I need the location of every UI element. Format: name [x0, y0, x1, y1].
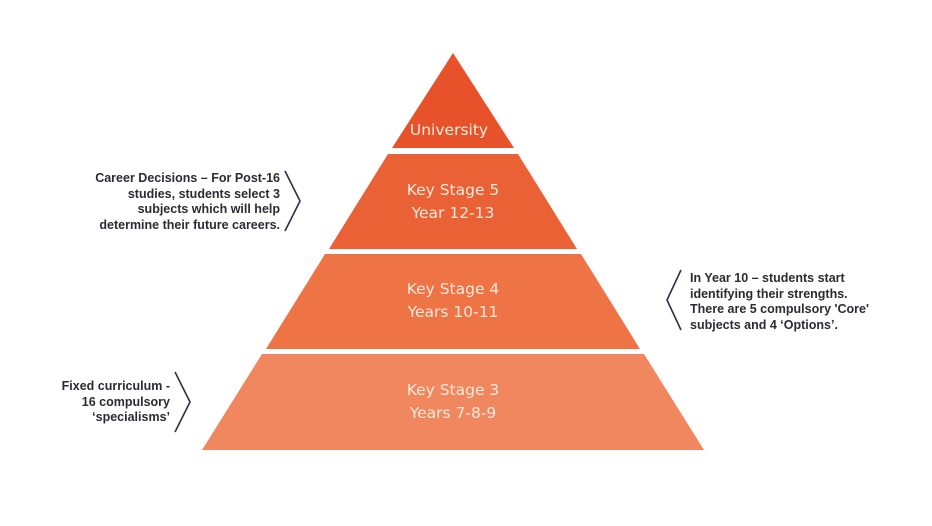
annotation-ks4-line: In Year 10 – students start — [690, 271, 845, 285]
annotation-ks4-line: identifying their strengths. — [690, 286, 848, 301]
tier-label-university: University — [410, 121, 488, 139]
tier-university — [392, 53, 514, 148]
annotation-ks5-line: determine their future careers. — [99, 217, 280, 232]
annotation-ks4: In Year 10 – students start identifying … — [690, 271, 869, 333]
annotation-ks5-line: Career Decisions – For Post-16 — [95, 171, 280, 185]
annotation-ks3-line: 16 compulsory — [81, 394, 170, 409]
tier-label-ks5-years: Year 12-13 — [411, 204, 495, 222]
tier-label-ks4-years: Years 10-11 — [407, 303, 499, 321]
tier-label-ks3-years: Years 7-8-9 — [409, 404, 497, 422]
tier-label-ks4-stage: Key Stage 4 — [407, 280, 500, 298]
annotation-ks4-line: There are 5 compulsory 'Core' — [690, 302, 869, 316]
tier-label-ks5-stage: Key Stage 5 — [407, 181, 500, 199]
chevron-right-icon — [284, 170, 301, 232]
annotation-ks5-line: subjects which will help — [137, 202, 280, 216]
annotation-ks4-line: subjects and 4 ‘Options’. — [690, 317, 838, 332]
annotation-ks5-line: studies, students select 3 — [127, 186, 280, 201]
tier-key-stage-5 — [329, 154, 577, 249]
chevron-right-icon — [174, 371, 191, 433]
tier-label-ks3-stage: Key Stage 3 — [407, 381, 500, 399]
tier-key-stage-4 — [266, 254, 640, 349]
annotation-ks3-line: Fixed curriculum - — [61, 379, 170, 393]
chevron-left-icon — [666, 269, 682, 331]
annotation-ks5: Career Decisions – For Post-16 studies, … — [95, 171, 280, 233]
annotation-ks3-line: ‘specialisms’ — [92, 410, 170, 424]
tier-key-stage-3 — [202, 354, 704, 450]
annotation-ks3: Fixed curriculum - 16 compulsory ‘specia… — [62, 379, 170, 426]
